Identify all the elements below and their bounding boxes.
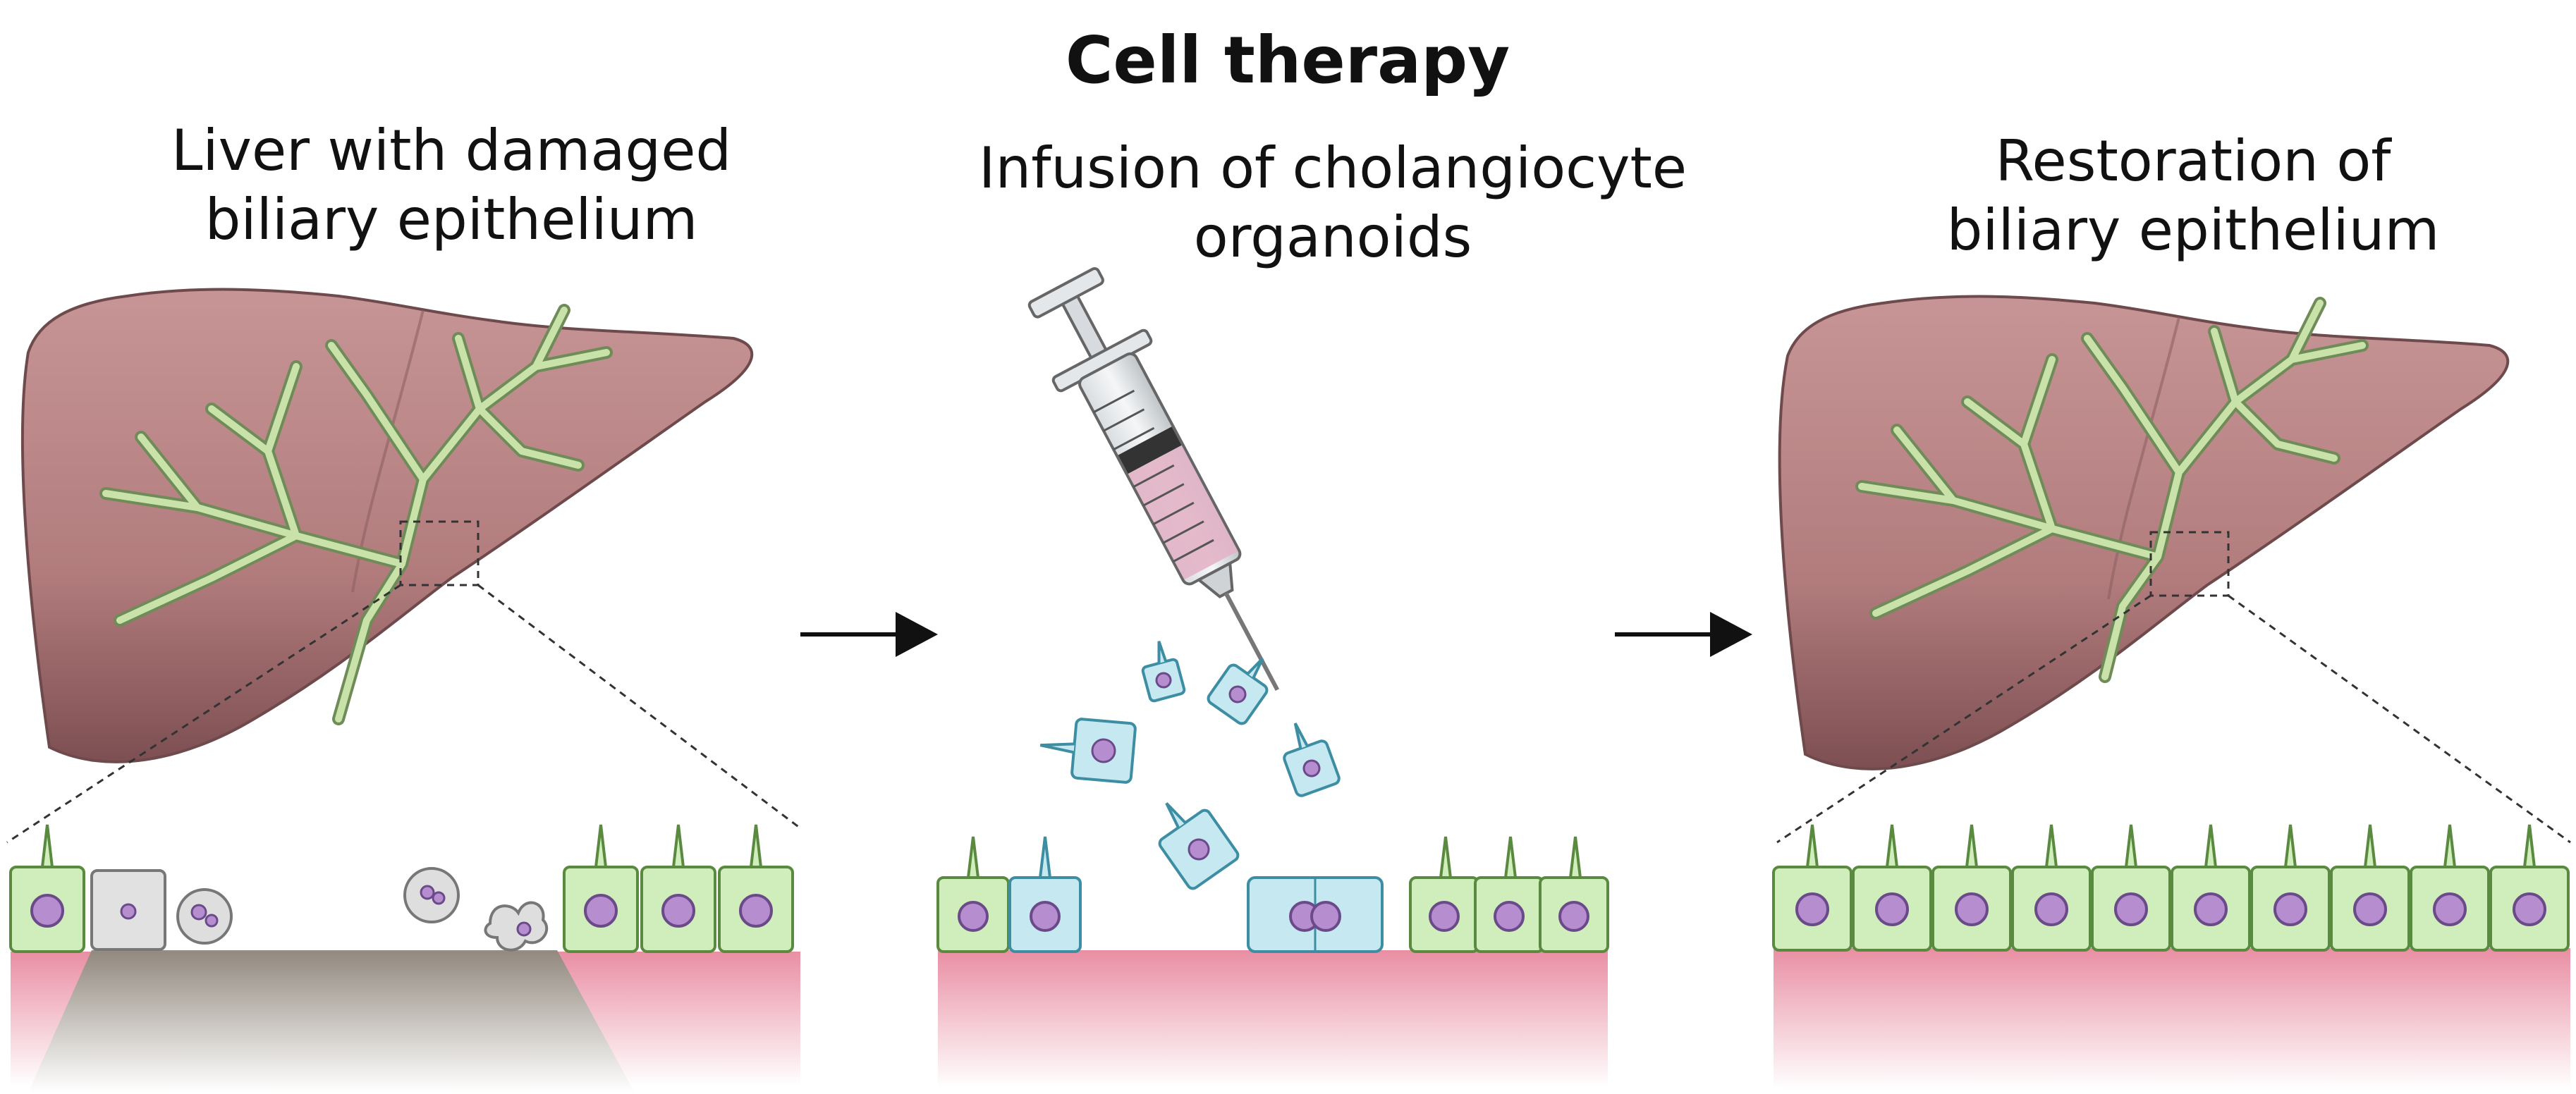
healthy-cell bbox=[1539, 836, 1609, 953]
liver-shape bbox=[1778, 295, 2510, 770]
healthy-cell bbox=[718, 824, 794, 953]
organoid-cell bbox=[1207, 657, 1269, 725]
panel-2-caption: Infusion of cholangiocyte organoids bbox=[874, 134, 1791, 271]
healthy-cell bbox=[936, 836, 1010, 953]
basement-membrane-3 bbox=[1774, 948, 2570, 1089]
panel-3-caption-line-1: Restoration of bbox=[1995, 128, 2391, 194]
damaged-cell bbox=[90, 869, 166, 951]
restored-epithelium bbox=[1772, 824, 2570, 1089]
healthy-cell bbox=[2410, 824, 2490, 952]
liver-damaged bbox=[6, 288, 801, 844]
cell-suspension bbox=[1128, 445, 1238, 580]
healthy-cell bbox=[2091, 824, 2171, 952]
bile-duct-tree-fill bbox=[102, 307, 610, 723]
liver-lobe-line bbox=[2107, 316, 2180, 600]
liver-shape bbox=[20, 288, 754, 763]
needle-hub bbox=[1196, 560, 1234, 598]
healthy-cell bbox=[563, 824, 639, 953]
plunger-seal bbox=[1118, 426, 1182, 474]
healthy-cell bbox=[2250, 824, 2331, 952]
panel-1-caption-line-1: Liver with damaged bbox=[171, 118, 732, 183]
organoid-cells-falling bbox=[1039, 641, 1341, 890]
healthy-cell bbox=[1852, 824, 1932, 952]
healthy-cell bbox=[2011, 824, 2092, 952]
healthy-cell bbox=[1409, 836, 1479, 953]
healthy-cell bbox=[9, 824, 85, 953]
healthy-cell bbox=[2489, 824, 2570, 952]
apoptotic-cell bbox=[176, 888, 233, 945]
cell-debris bbox=[484, 901, 549, 952]
zoom-line-left bbox=[6, 584, 401, 844]
needle bbox=[1223, 592, 1280, 692]
arrow-2 bbox=[1615, 612, 1752, 657]
panel-1-caption-line-2: biliary epithelium bbox=[205, 186, 698, 252]
repairing-epithelium bbox=[936, 836, 1609, 1088]
panel-1-caption: Liver with damaged biliary epithelium bbox=[63, 116, 839, 254]
organoid-cell-engrafted bbox=[1008, 836, 1082, 953]
bile-duct-tree-fill bbox=[1858, 300, 2366, 680]
zoom-line-right bbox=[2228, 594, 2571, 844]
organoid-cell bbox=[1039, 718, 1137, 784]
plunger-thumb bbox=[1027, 266, 1104, 319]
zoom-box bbox=[399, 520, 480, 586]
organoid-cell bbox=[1158, 802, 1240, 890]
figure-title: Cell therapy bbox=[1065, 23, 1510, 98]
panel-3-caption: Restoration of biliary epithelium bbox=[1805, 127, 2576, 264]
healthy-cell bbox=[1474, 836, 1544, 953]
dividing-organoid-cell bbox=[1247, 876, 1384, 953]
damaged-epithelium bbox=[9, 824, 800, 1093]
basement-membrane-2 bbox=[938, 950, 1608, 1088]
healthy-cell bbox=[1931, 824, 2012, 952]
panel-3-caption-line-2: biliary epithelium bbox=[1946, 197, 2440, 263]
syringe bbox=[1027, 266, 1280, 692]
zoom-line-right bbox=[477, 584, 801, 830]
liver-restored bbox=[1776, 295, 2571, 844]
arrow-1 bbox=[800, 612, 938, 657]
healthy-cell bbox=[2330, 824, 2410, 952]
apoptotic-cell bbox=[403, 867, 460, 923]
healthy-cell bbox=[1772, 824, 1852, 952]
organoid-cell bbox=[1141, 641, 1186, 703]
void-region bbox=[28, 950, 635, 1093]
healthy-cell bbox=[2171, 824, 2251, 952]
healthy-cell bbox=[640, 824, 716, 953]
zoom-line-left bbox=[1776, 594, 2151, 844]
zoom-box bbox=[2149, 531, 2230, 597]
panel-2-caption-line-2: organoids bbox=[1193, 204, 1472, 270]
organoid-cell bbox=[1283, 723, 1341, 797]
panel-2-caption-line-1: Infusion of cholangiocyte bbox=[978, 135, 1687, 201]
